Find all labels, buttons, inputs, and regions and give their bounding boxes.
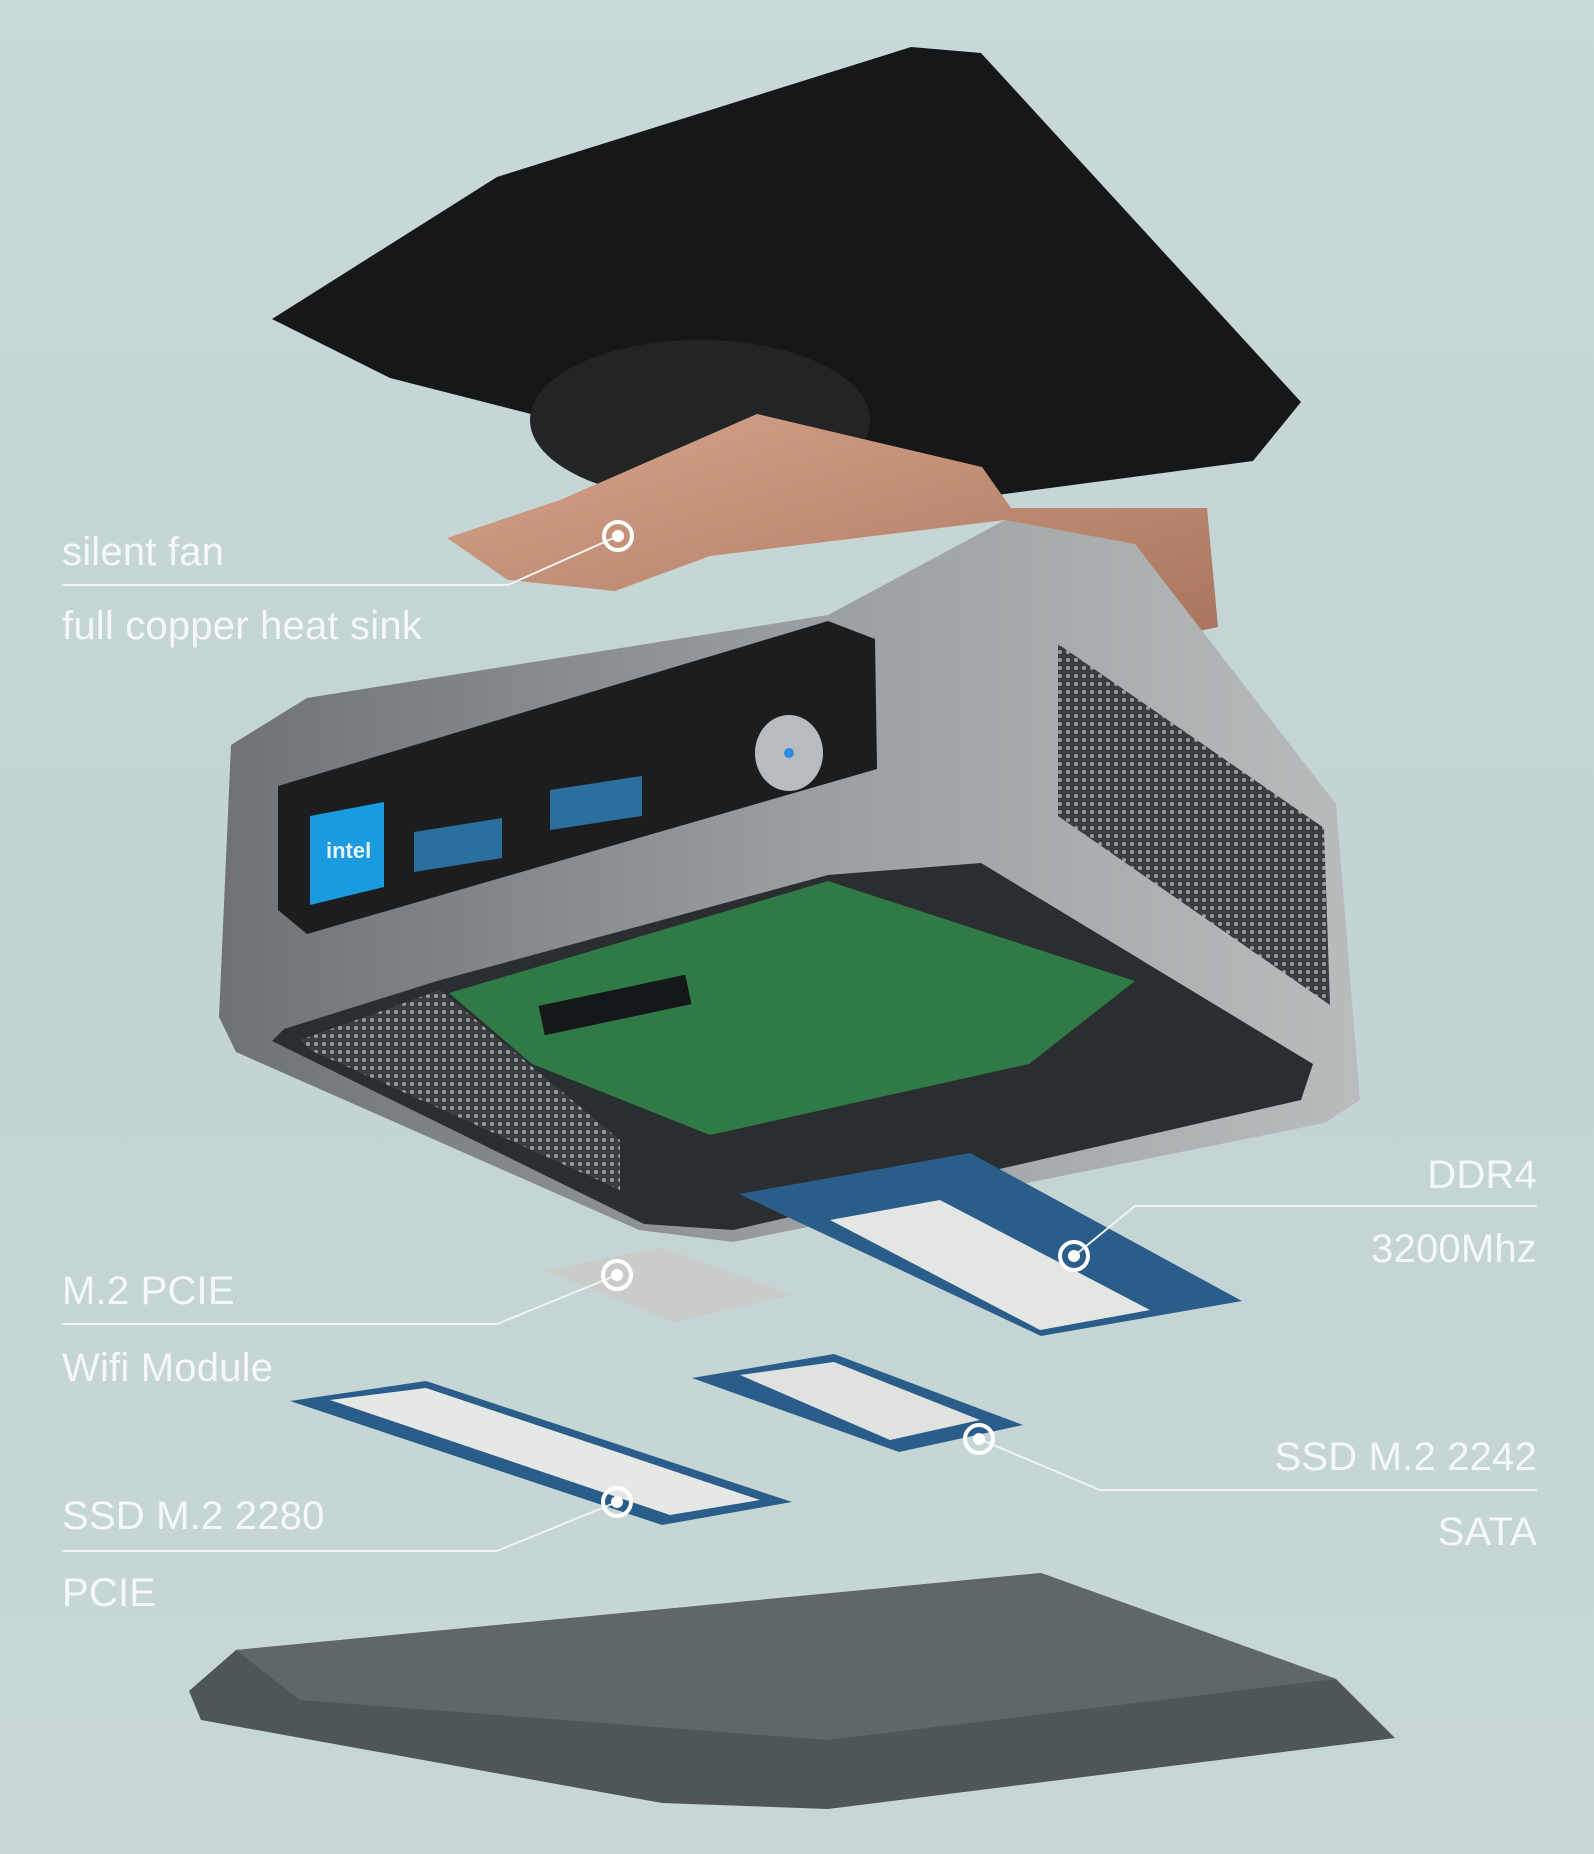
callout-line-wifi — [62, 1274, 618, 1325]
ssd-2280-label — [330, 1388, 760, 1515]
marker-wifi — [601, 1259, 633, 1291]
marker-ssd2280 — [601, 1486, 633, 1518]
callout-markers — [601, 520, 1090, 1518]
label-ssd-2280: SSD M.2 2280 — [62, 1494, 325, 1538]
copper-heat-sink — [447, 414, 1218, 645]
callout-line-fan — [62, 535, 619, 586]
m2-slot — [538, 974, 692, 1036]
marker-fan — [602, 520, 634, 552]
top-lid — [272, 47, 1301, 508]
label-wifi-module: Wifi Module — [62, 1346, 274, 1390]
label-3200mhz: 3200Mhz — [1371, 1227, 1537, 1271]
callout-line-ram — [1073, 1205, 1537, 1257]
side-vent-mesh — [1058, 644, 1330, 1005]
callout-lines — [62, 535, 1537, 1552]
usb-port — [550, 776, 642, 830]
label-sata: SATA — [1437, 1510, 1537, 1554]
label-m2-pcie: M.2 PCIE — [62, 1269, 235, 1313]
label-ddr4: DDR4 — [1427, 1153, 1537, 1197]
label-ssd-2242: SSD M.2 2242 — [1274, 1435, 1537, 1479]
callout-line-ssd2280 — [62, 1501, 618, 1552]
label-copper-heat-sink: full copper heat sink — [62, 604, 422, 648]
ssd-2242-label — [740, 1362, 980, 1440]
intel-badge — [310, 802, 384, 905]
label-pcie: PCIE — [62, 1571, 157, 1615]
label-silent-fan: silent fan — [62, 530, 225, 574]
marker-ram — [1058, 1240, 1090, 1272]
wifi-module — [546, 1247, 792, 1322]
usb-port — [414, 818, 502, 872]
intel-badge-text: intel — [326, 838, 371, 863]
bottom-plate-top — [236, 1573, 1336, 1740]
motherboard — [449, 881, 1135, 1135]
power-led — [784, 748, 794, 758]
marker-ssd2242 — [963, 1423, 995, 1455]
bottom-mesh — [300, 990, 620, 1190]
ram-label — [830, 1200, 1150, 1330]
callout-line-ssd2242 — [978, 1438, 1537, 1491]
